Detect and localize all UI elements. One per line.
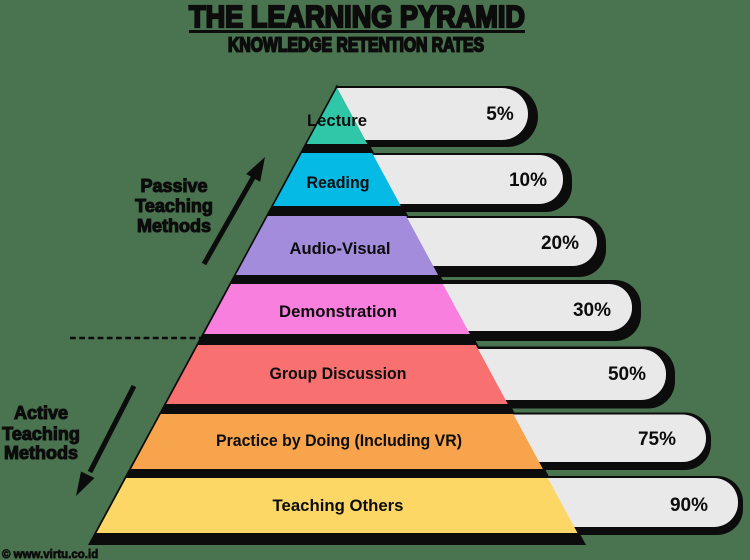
svg-text:Audio-Visual: Audio-Visual	[290, 239, 391, 258]
svg-text:10%: 10%	[509, 170, 547, 191]
svg-text:© www.virtu.co.id: © www.virtu.co.id	[2, 549, 98, 560]
svg-text:5%: 5%	[486, 104, 514, 125]
svg-text:Methods: Methods	[137, 216, 211, 236]
svg-text:75%: 75%	[638, 429, 676, 450]
svg-text:Demonstration: Demonstration	[279, 302, 397, 321]
svg-text:20%: 20%	[541, 233, 579, 254]
svg-text:Lecture: Lecture	[307, 111, 367, 130]
svg-text:Reading: Reading	[307, 173, 370, 192]
svg-text:Teaching: Teaching	[135, 196, 213, 216]
svg-text:Practice by Doing (Including V: Practice by Doing (Including VR)	[216, 431, 462, 450]
svg-text:Group Discussion: Group Discussion	[270, 364, 407, 383]
svg-text:KNOWLEDGE RETENTION RATES: KNOWLEDGE RETENTION RATES	[228, 35, 484, 57]
svg-text:THE LEARNING PYRAMID: THE LEARNING PYRAMID	[189, 0, 525, 34]
svg-text:90%: 90%	[670, 495, 708, 516]
svg-text:50%: 50%	[608, 364, 646, 385]
svg-text:Active: Active	[14, 403, 68, 423]
svg-text:Methods: Methods	[4, 443, 78, 463]
svg-text:Teaching Others: Teaching Others	[273, 496, 404, 515]
svg-text:30%: 30%	[573, 300, 611, 321]
svg-text:Teaching: Teaching	[2, 424, 80, 444]
svg-text:Passive: Passive	[140, 176, 207, 196]
